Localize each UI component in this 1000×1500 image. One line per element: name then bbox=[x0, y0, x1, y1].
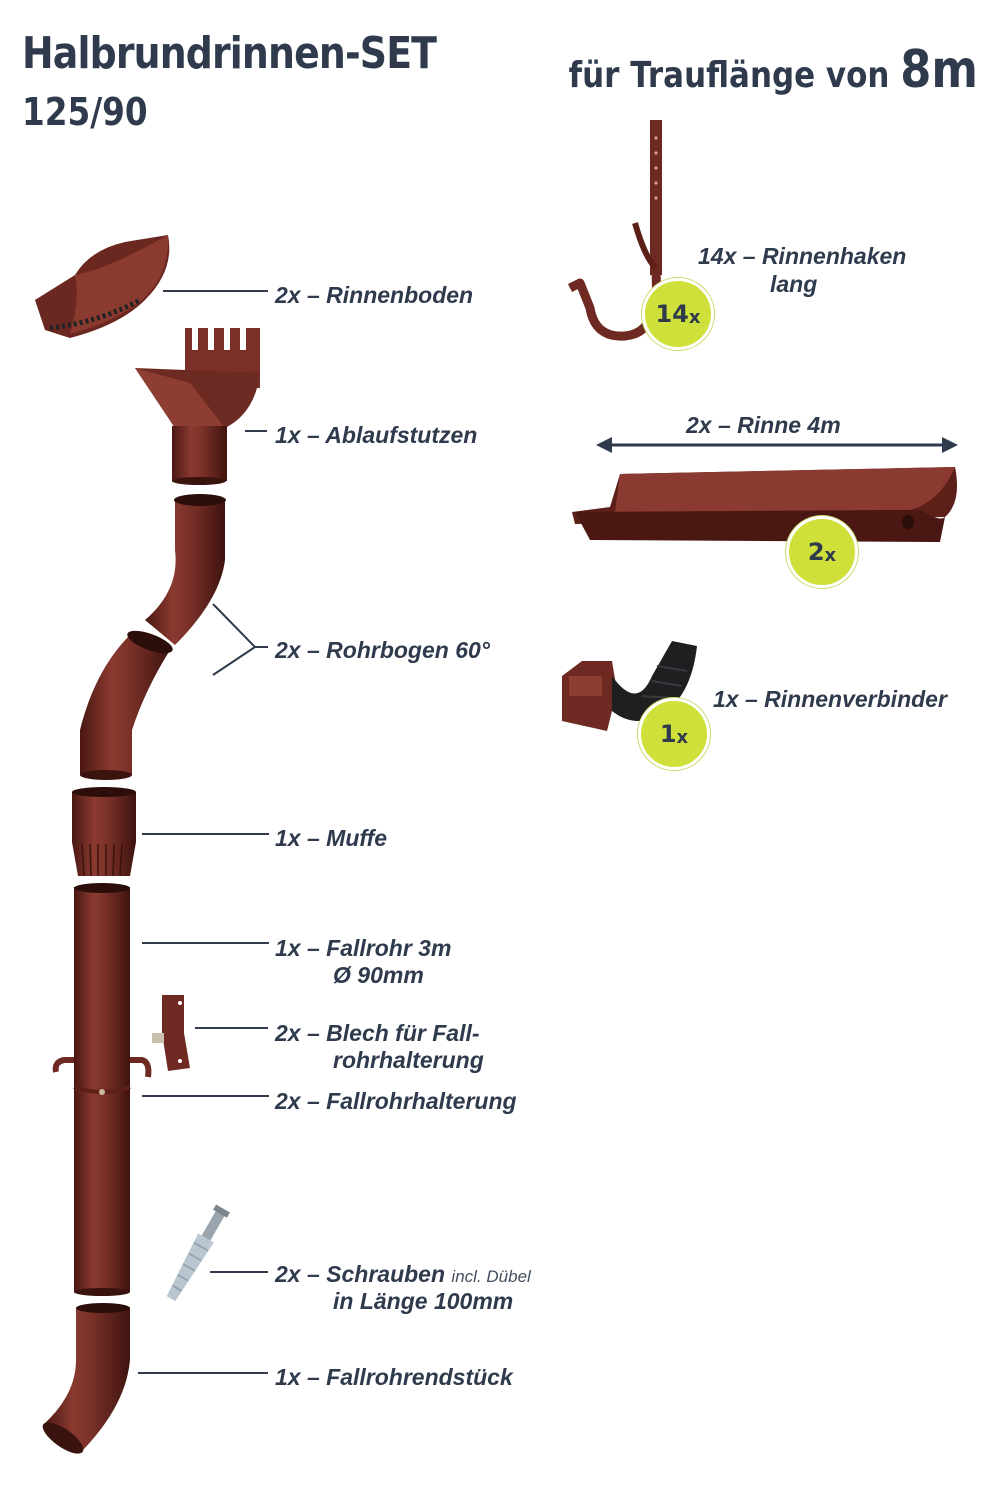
rohrbogen-image bbox=[80, 494, 226, 780]
rinnenhaken-label-line1: 14x – Rinnenhaken bbox=[698, 243, 907, 269]
fallrohrhalterung-label: 2x – Fallrohrhalterung bbox=[275, 1088, 517, 1114]
rinnenhaken-label-line2: lang bbox=[770, 271, 818, 297]
schrauben-label-main: 2x – Schrauben bbox=[275, 1261, 446, 1287]
muffe-image bbox=[72, 787, 136, 877]
blech-label-line2: rohrhalterung bbox=[333, 1047, 484, 1073]
rinnenhaken-badge-count: 14 bbox=[655, 300, 689, 328]
schrauben-label-small: incl. Dübel bbox=[451, 1267, 531, 1286]
rinnenboden-label: 2x – Rinnenboden bbox=[275, 282, 474, 308]
headline-text: für Trauflänge von bbox=[568, 55, 890, 96]
rinne-badge-unit: x bbox=[824, 544, 837, 566]
endstueck-label: 1x – Fallrohrendstück bbox=[275, 1364, 513, 1390]
rinne-label: 2x – Rinne 4m bbox=[686, 412, 841, 438]
rohrbogen-label: 2x – Rohrbogen 60° bbox=[275, 637, 490, 663]
rinne-badge-count: 2 bbox=[807, 538, 825, 566]
rinnenverbinder-badge-count: 1 bbox=[659, 720, 677, 748]
rinnenverbinder-label: 1x – Rinnenverbinder bbox=[713, 686, 947, 712]
rinnenverbinder-badge-unit: x bbox=[676, 726, 689, 748]
ablaufstutzen-image bbox=[135, 328, 260, 485]
muffe-label: 1x – Muffe bbox=[275, 825, 388, 851]
eave-length-headline: für Trauflänge von 8m bbox=[569, 40, 978, 100]
fallrohr-label-line2: Ø 90mm bbox=[333, 962, 424, 988]
blech-label-line1: 2x – Blech für Fall- bbox=[275, 1020, 480, 1046]
schrauben-leader bbox=[210, 1271, 268, 1273]
fallrohr-image bbox=[52, 883, 152, 1296]
rinne-image bbox=[572, 467, 958, 542]
page-title: Halbrundrinnen-SET bbox=[22, 28, 437, 79]
fallrohrhalterung-leader bbox=[142, 1095, 269, 1097]
page-subtitle: 125/90 bbox=[22, 90, 148, 134]
blech-leader bbox=[195, 1027, 268, 1029]
headline-value: 8m bbox=[900, 40, 978, 100]
schrauben-label-line2: in Länge 100mm bbox=[333, 1288, 514, 1314]
fallrohrendstueck-image bbox=[42, 1303, 130, 1454]
endstueck-leader bbox=[138, 1372, 268, 1374]
schrauben-label-line1: 2x – Schrauben incl. Dübel bbox=[275, 1261, 531, 1290]
rohrbogen-leader bbox=[254, 646, 268, 648]
blech-image bbox=[152, 995, 190, 1071]
rinnenboden-image bbox=[35, 235, 170, 338]
schrauben-image bbox=[166, 1204, 230, 1302]
fallrohr-leader bbox=[142, 942, 269, 944]
rohrbogen-bracket bbox=[212, 603, 257, 676]
rinnenhaken-badge-unit: x bbox=[688, 306, 701, 328]
ablaufstutzen-label: 1x – Ablaufstutzen bbox=[275, 422, 478, 448]
fallrohr-label-line1: 1x – Fallrohr 3m bbox=[275, 935, 452, 961]
rinne-dimension-arrow bbox=[596, 437, 958, 453]
ablaufstutzen-leader bbox=[245, 430, 267, 432]
rinnenboden-leader bbox=[163, 290, 268, 292]
muffe-leader bbox=[142, 833, 269, 835]
